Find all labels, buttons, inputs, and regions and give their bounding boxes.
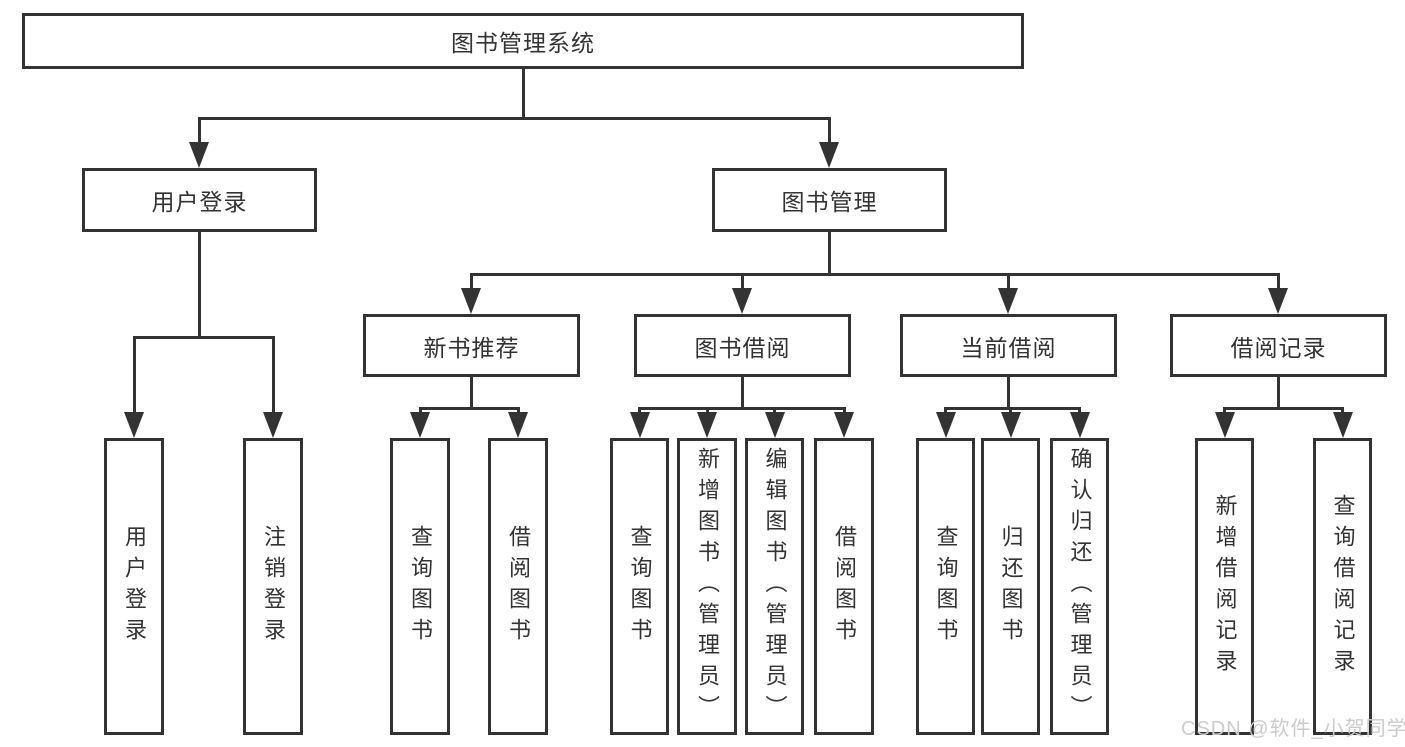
leaf-label: 确认归还（管理员） xyxy=(1067,447,1093,726)
leaf-query-borrow-record: 查询借阅记录 xyxy=(1313,438,1372,735)
node-label: 用户登录 xyxy=(151,189,248,215)
down-arrowhead-icon xyxy=(629,412,650,438)
down-arrowhead-icon xyxy=(461,288,481,314)
down-arrowhead-icon xyxy=(935,412,956,438)
connector-line xyxy=(740,276,744,290)
down-arrowhead-icon xyxy=(1268,288,1288,314)
node-label: 借阅记录 xyxy=(1230,334,1327,361)
down-arrowhead-icon xyxy=(834,412,854,438)
node-user-login: 用户登录 xyxy=(82,168,317,232)
leaf-label: 查询借阅记录 xyxy=(1330,493,1356,680)
down-arrowhead-icon xyxy=(124,412,144,438)
down-arrowhead-icon xyxy=(508,412,528,438)
node-label: 图书管理系统 xyxy=(451,30,595,56)
connector-line xyxy=(638,407,846,410)
leaf-label: 用户登录 xyxy=(122,524,147,649)
connector-line xyxy=(197,119,201,148)
down-arrowhead-icon xyxy=(764,412,785,438)
down-arrowhead-icon xyxy=(1069,412,1090,438)
leaf-add-book-admin: 新增图书（管理员） xyxy=(677,438,737,735)
leaf-label: 借阅图书 xyxy=(832,524,857,649)
connector-line xyxy=(827,119,831,148)
leaf-logout: 注销登录 xyxy=(243,438,303,735)
connector-line xyxy=(418,407,520,410)
leaf-edit-book-admin: 编辑图书（管理员） xyxy=(745,438,804,735)
connector-line xyxy=(132,339,136,415)
leaf-label: 注销登录 xyxy=(261,524,286,649)
leaf-return-books: 归还图书 xyxy=(981,438,1040,735)
node-label: 当前借阅 xyxy=(960,334,1057,361)
down-arrowhead-icon xyxy=(263,412,283,438)
leaf-query-books: 查询图书 xyxy=(390,438,450,735)
connector-line xyxy=(132,336,275,339)
down-arrowhead-icon xyxy=(1214,412,1235,438)
node-label: 图书借阅 xyxy=(694,334,791,361)
connector-line xyxy=(1006,276,1010,290)
leaf-label: 编辑图书（管理员） xyxy=(762,447,788,726)
connector-line xyxy=(944,407,1081,410)
node-borrowing-records: 借阅记录 xyxy=(1170,314,1387,377)
leaf-query-books: 查询图书 xyxy=(610,438,669,735)
node-label: 新书推荐 xyxy=(423,334,520,361)
leaf-borrow-books: 借阅图书 xyxy=(814,438,874,735)
leaf-label: 归还图书 xyxy=(998,524,1024,649)
leaf-label: 借阅图书 xyxy=(506,524,531,649)
leaf-label: 新增借阅记录 xyxy=(1212,493,1238,680)
connector-line xyxy=(1276,276,1280,290)
down-arrowhead-icon xyxy=(189,142,209,168)
connector-line xyxy=(469,273,1280,276)
csdn-watermark: CSDN @软件_小贺同学 xyxy=(1181,718,1405,740)
connector-line xyxy=(469,377,473,410)
connector-line xyxy=(1007,377,1010,410)
leaf-label: 查询图书 xyxy=(408,524,433,649)
connector-line xyxy=(197,232,201,339)
connector-line xyxy=(741,377,744,410)
leaf-label: 查询图书 xyxy=(627,524,653,649)
node-current-borrowing: 当前借阅 xyxy=(900,314,1117,377)
leaf-add-borrow-record: 新增借阅记录 xyxy=(1195,438,1254,735)
connector-line xyxy=(521,69,525,119)
leaf-label: 查询图书 xyxy=(933,524,959,649)
down-arrowhead-icon xyxy=(410,412,430,438)
leaf-label: 新增图书（管理员） xyxy=(695,447,720,726)
connector-line xyxy=(469,276,473,290)
node-new-book-recommendation: 新书推荐 xyxy=(363,314,580,377)
connector-line xyxy=(271,339,275,415)
node-book-management: 图书管理 xyxy=(712,168,947,232)
connector-line xyxy=(828,232,831,276)
down-arrowhead-icon xyxy=(1000,412,1021,438)
leaf-confirm-return-admin: 确认归还（管理员） xyxy=(1050,438,1109,735)
connector-line xyxy=(197,117,831,120)
down-arrowhead-icon xyxy=(998,288,1018,314)
connector-line xyxy=(1277,377,1280,410)
leaf-borrow-books: 借阅图书 xyxy=(488,438,548,735)
node-book-borrowing: 图书借阅 xyxy=(634,314,851,377)
down-arrowhead-icon xyxy=(697,412,717,438)
leaf-query-books: 查询图书 xyxy=(916,438,975,735)
node-library-management-system: 图书管理系统 xyxy=(22,13,1024,69)
down-arrowhead-icon xyxy=(1332,412,1353,438)
down-arrowhead-icon xyxy=(732,288,752,314)
down-arrowhead-icon xyxy=(819,142,839,168)
leaf-user-login: 用户登录 xyxy=(104,438,164,735)
node-label: 图书管理 xyxy=(781,189,878,215)
connector-line xyxy=(1223,407,1344,410)
